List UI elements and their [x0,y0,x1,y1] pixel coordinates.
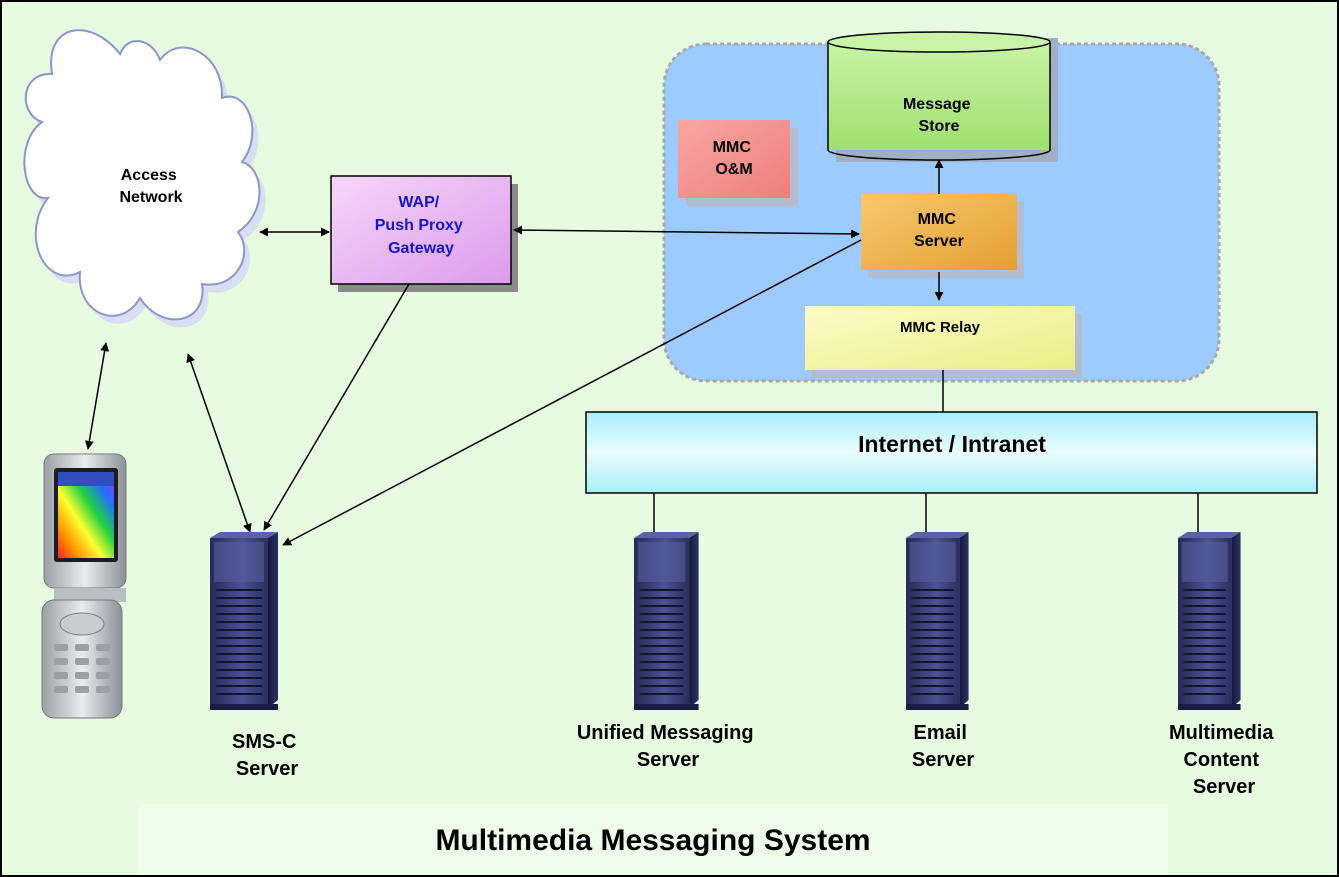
mmc-om-label: MMC O&M [713,139,756,178]
access-network-line-1: Access [121,167,177,184]
connector-lines [653,370,1199,532]
mmc-server-label: MMC Server [914,211,964,250]
access-network-line-2: Network [119,189,182,206]
wap-gateway-line-3: Gateway [388,240,454,257]
sms-c-server-icon [209,531,279,711]
unified-messaging-server-line-1: Unified Messaging [577,722,754,744]
database-cylinder-icon [827,31,1058,162]
title-panel [138,804,1168,875]
mmc-om-box [678,120,790,198]
mmc-relay-box [805,306,1075,370]
wap-gateway-line-2: Push Proxy [375,217,463,234]
sms-c-server-label: SMS-C Server [232,731,302,780]
message-store-line-1: Message [903,96,971,113]
email-server-icon [905,531,970,711]
unified-messaging-server-line-2: Server [637,749,699,771]
multimedia-content-server-line-2: Content [1183,749,1259,771]
internet-bar [585,411,1318,494]
email-server-line-2: Server [912,749,974,771]
arrows [84,159,944,546]
sms-c-server-line-2: Server [236,758,298,780]
wap-gateway-line-1: WAP/ [398,194,439,211]
diagram-title: Multimedia Messaging System [435,824,870,857]
arrow-wap-smsc [263,283,410,531]
message-store-line-2: Store [919,118,960,135]
multimedia-content-server-icon [1177,531,1242,711]
sms-c-server-line-1: SMS-C [232,731,296,753]
arrow-wap-mmc-server [513,225,860,239]
arrow-cloud-smsc [186,353,252,533]
email-server-line-1: Email [914,722,967,744]
message-store-label: Message Store [903,96,975,135]
mmc-server-line-1: MMC [918,211,957,228]
wap-gateway-box [330,175,512,285]
email-server-label: Email Server [912,722,974,771]
mmc-om-line-1: MMC [713,139,752,156]
mmc-om-line-2: O&M [715,161,752,178]
unified-messaging-server-icon [633,531,700,711]
wap-gateway-label: WAP/ Push Proxy Gateway [375,194,467,257]
arrow-mmc-server-smsc [282,239,862,546]
multimedia-content-server-line-1: Multimedia [1169,722,1274,744]
mmc-relay-label: MMC Relay [900,319,981,336]
multimedia-content-server-line-3: Server [1193,776,1255,798]
arrow-phone-cloud [84,342,110,450]
internet-label: Internet / Intranet [858,431,1046,457]
mmc-server-box [861,194,1017,270]
cloud-icon [23,29,266,328]
multimedia-content-server-label: Multimedia Content Server [1169,722,1279,798]
mobile-phone-icon [41,453,127,719]
mmc-server-line-2: Server [914,233,964,250]
access-network-label: Access Network [119,167,182,206]
unified-messaging-server-label: Unified Messaging Server [577,722,759,771]
